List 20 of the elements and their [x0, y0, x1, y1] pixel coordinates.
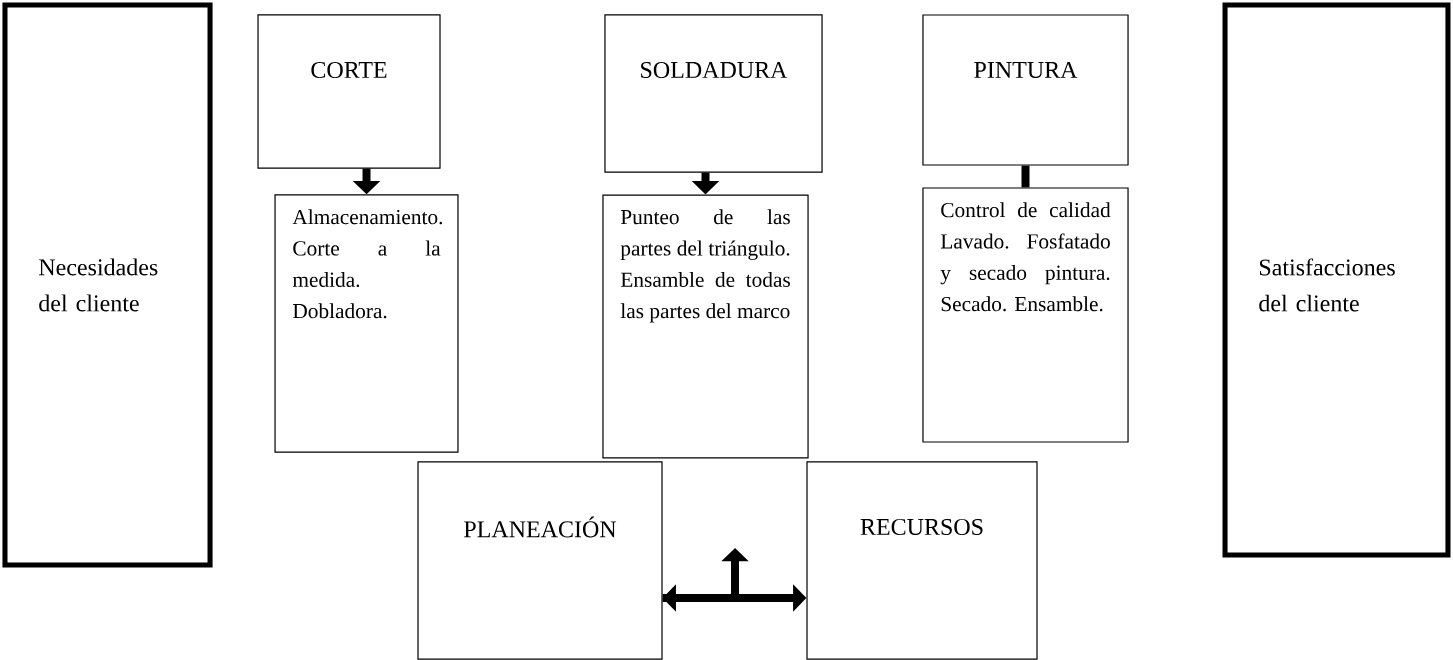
process-box: [417, 461, 663, 660]
box-label: Necesidades del cliente: [39, 258, 158, 312]
process-box: [922, 14, 1129, 166]
box-label: Satisfacciones del cliente: [1259, 258, 1395, 312]
process-box: [604, 14, 823, 173]
box-label: PLANEACIÓN: [464, 516, 617, 538]
side-box: [1222, 2, 1451, 558]
box-label: CORTE: [311, 61, 387, 79]
task-box: [922, 187, 1129, 443]
task-list: Control de calidad Lavado. Fosfatado y secado pintura. Secado. Ensamble.: [940, 202, 1111, 312]
task-box: [602, 194, 809, 459]
box-label: PINTURA: [974, 61, 1078, 79]
task-box: [274, 194, 459, 453]
task-list: Almacenamiento. Corte a la medida. Dobladora.: [292, 209, 443, 319]
task-list: Punteo de las partes del triángulo. Ensamble de todas las partes del marco: [620, 209, 790, 323]
process-box: [806, 461, 1038, 660]
side-box: [2, 2, 213, 568]
box-label: SOLDADURA: [641, 61, 788, 79]
process-box: [257, 14, 441, 169]
box-label: RECURSOS: [860, 518, 983, 536]
